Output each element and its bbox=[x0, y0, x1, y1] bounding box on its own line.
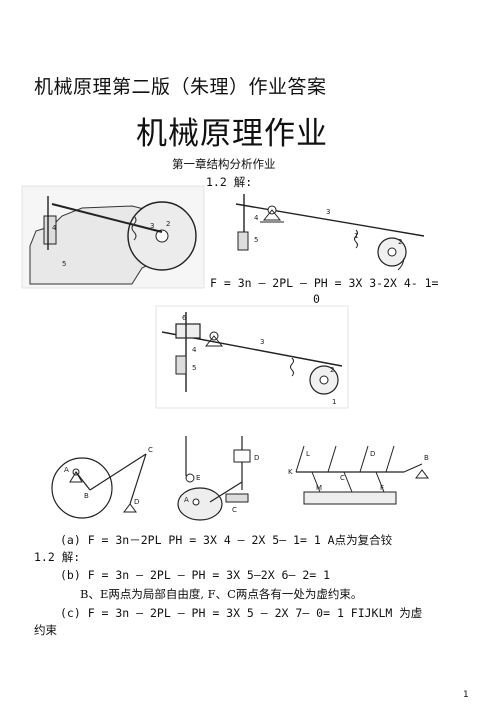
figure-mechanism-b: D E C A bbox=[177, 436, 259, 521]
svg-text:E: E bbox=[196, 474, 200, 482]
svg-text:A: A bbox=[64, 466, 69, 474]
document-heading: 机械原理作业 bbox=[136, 116, 328, 152]
answer-c-continuation: 约束 bbox=[34, 623, 57, 637]
svg-text:A: A bbox=[184, 496, 189, 504]
formula-1: F = 3n — 2PL — PH = 3X 3-2X 4- 1= bbox=[210, 276, 439, 290]
svg-text:4: 4 bbox=[52, 224, 57, 232]
page-number: 1 bbox=[463, 690, 469, 700]
figure-mechanism-1: 4 3 5 2 1 bbox=[235, 194, 425, 271]
svg-text:B: B bbox=[84, 492, 89, 500]
svg-text:C: C bbox=[232, 506, 237, 514]
svg-text:C: C bbox=[340, 474, 345, 482]
svg-text:3: 3 bbox=[260, 338, 264, 346]
svg-text:B: B bbox=[424, 454, 429, 462]
svg-text:2: 2 bbox=[330, 366, 334, 374]
svg-text:3: 3 bbox=[150, 222, 154, 230]
document-title: 机械原理第二版（朱理）作业答案 bbox=[34, 76, 327, 98]
svg-text:5: 5 bbox=[254, 236, 258, 244]
figure-mechanism-2: 6 4 3 5 2 1 bbox=[155, 305, 349, 409]
svg-text:2: 2 bbox=[398, 238, 402, 246]
svg-text:5: 5 bbox=[192, 364, 196, 372]
svg-text:M: M bbox=[316, 484, 322, 492]
figure-mechanism-a: B C D A bbox=[51, 446, 153, 519]
svg-text:D: D bbox=[370, 450, 375, 458]
svg-text:1: 1 bbox=[354, 232, 358, 240]
svg-text:C: C bbox=[148, 446, 153, 454]
figure-mechanism-c: K L C D B M F bbox=[288, 445, 429, 505]
svg-text:K: K bbox=[288, 468, 293, 476]
figure-punch-press: 5 2 3 4 bbox=[21, 185, 205, 289]
answer-b: (b) F = 3n — 2PL — PH = 3X 5—2X 6— 2= 1 bbox=[60, 568, 331, 582]
answer-c: (c) F = 3n — 2PL — PH = 3X 5 — 2X 7— 0= … bbox=[60, 606, 423, 620]
section-label: 1.2 解: bbox=[206, 175, 253, 189]
formula-1-result: 0 bbox=[313, 292, 320, 306]
svg-text:3: 3 bbox=[326, 208, 330, 216]
section-label-2: 1.2 解: bbox=[34, 550, 81, 564]
svg-text:1: 1 bbox=[332, 398, 336, 406]
chapter-title: 第一章结构分析作业 bbox=[172, 157, 276, 171]
svg-text:4: 4 bbox=[192, 346, 197, 354]
answer-b-note: B、E两点为局部自由度, F、C两点各有一处为虚约束。 bbox=[80, 587, 363, 601]
answer-a: (a) F = 3n－2PL PH = 3X 4 — 2X 5— 1= 1 A点… bbox=[60, 533, 393, 547]
svg-text:2: 2 bbox=[166, 220, 170, 228]
svg-text:4: 4 bbox=[254, 214, 259, 222]
svg-text:F: F bbox=[380, 484, 384, 492]
svg-text:D: D bbox=[254, 454, 259, 462]
svg-text:D: D bbox=[134, 498, 139, 506]
svg-text:L: L bbox=[306, 450, 310, 458]
svg-text:6: 6 bbox=[182, 314, 187, 322]
svg-text:5: 5 bbox=[62, 260, 66, 268]
